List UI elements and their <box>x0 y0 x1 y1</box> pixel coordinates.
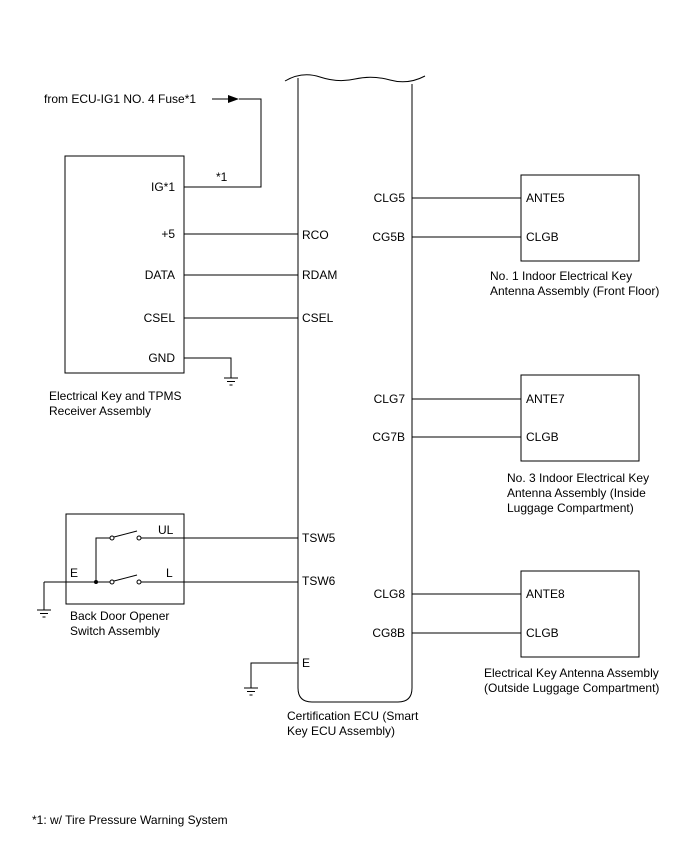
switch-common-line <box>95 537 110 582</box>
ecu-pin-clg7: CLG7 <box>374 392 406 406</box>
antenna1-title-line1: No. 1 Indoor Electrical Key <box>490 269 632 283</box>
antenna3-pin-ante: ANTE7 <box>526 392 565 406</box>
ecu-pin-clg8: CLG8 <box>374 587 406 601</box>
antenna-assembly-front-floor: ANTE5 CLGB No. 1 Indoor Electrical Key A… <box>412 174 659 298</box>
antenna1-pin-ante: ANTE5 <box>526 191 565 205</box>
wire-gnd <box>184 357 232 378</box>
fuse-feed-label: from ECU-IG1 NO. 4 Fuse*1 <box>44 92 196 106</box>
switch-box <box>65 513 185 605</box>
back-door-opener-switch: UL L E Back Door Opener Switch Assembly <box>37 513 298 638</box>
receiver-title-line1: Electrical Key and TPMS <box>49 389 182 403</box>
receiver-assembly: IG*1 +5 DATA CSEL GND Electrical Key and… <box>49 155 185 418</box>
ig-wire-note: *1 <box>216 170 228 184</box>
antenna3-title-line2: Antenna Assembly (Inside <box>507 486 646 500</box>
receiver-box <box>64 155 185 374</box>
ground-icon <box>244 687 258 696</box>
antenna-outside-title-line1: Electrical Key Antenna Assembly <box>484 666 659 680</box>
switch-contact-icon <box>136 535 142 541</box>
ecu-right-pins: CLG5 CG5B CLG7 CG7B CLG8 CG8B <box>372 191 405 640</box>
receiver-pin-ig: IG*1 <box>151 180 175 194</box>
antenna1-box <box>520 174 640 262</box>
certification-ecu <box>284 74 426 703</box>
antenna-outside-pin-clgb: CLGB <box>526 626 559 640</box>
ecu-ground: Certification ECU (Smart Key ECU Assembl… <box>244 662 419 738</box>
fuse-feed: from ECU-IG1 NO. 4 Fuse*1 *1 <box>44 92 262 188</box>
receiver-pin-gnd: GND <box>148 351 175 365</box>
ig-wire <box>184 98 262 188</box>
ecu-pin-cg7b: CG7B <box>372 430 405 444</box>
antenna3-title-line1: No. 3 Indoor Electrical Key <box>507 471 649 485</box>
switch-contact-icon <box>109 579 115 585</box>
switch-contact-icon <box>136 579 142 585</box>
antenna-assembly-outside-luggage: ANTE8 CLGB Electrical Key Antenna Assemb… <box>412 570 659 695</box>
footnote: *1: w/ Tire Pressure Warning System <box>32 813 228 827</box>
switch-lever-icon <box>113 530 138 538</box>
ecu-pin-tsw6: TSW6 <box>302 574 336 588</box>
ecu-pin-cg5b: CG5B <box>372 230 405 244</box>
switch-title-line2: Switch Assembly <box>70 624 160 638</box>
antenna3-title-line3: Luggage Compartment) <box>507 501 634 515</box>
ground-icon <box>224 377 238 386</box>
receiver-pin-csel: CSEL <box>144 311 176 325</box>
switch-pin-ul: UL <box>158 523 174 537</box>
ecu-pin-e: E <box>302 656 310 670</box>
ecu-break-line <box>284 74 426 83</box>
antenna-outside-box <box>520 570 640 658</box>
junction-dot-icon <box>94 580 98 584</box>
receiver-pin-data: DATA <box>145 268 175 282</box>
antenna1-title-line2: Antenna Assembly (Front Floor) <box>490 284 659 298</box>
ecu-pin-csel: CSEL <box>302 311 334 325</box>
ecu-pin-clg5: CLG5 <box>374 191 406 205</box>
switch-title-line1: Back Door Opener <box>70 609 169 623</box>
switch-contact-icon <box>109 535 115 541</box>
ecu-left-pins: RCO RDAM CSEL TSW5 TSW6 E <box>302 228 337 670</box>
wire-ecu-e <box>250 662 298 688</box>
ground-icon <box>37 609 51 618</box>
antenna-outside-title-line2: (Outside Luggage Compartment) <box>484 681 659 695</box>
receiver-pin-plus5: +5 <box>161 227 175 241</box>
receiver-wires <box>184 233 298 386</box>
switch-pin-e: E <box>70 566 78 580</box>
ecu-pin-rdam: RDAM <box>302 268 337 282</box>
antenna-outside-pin-ante: ANTE8 <box>526 587 565 601</box>
switch-lever-icon <box>113 574 138 582</box>
receiver-title-line2: Receiver Assembly <box>49 404 151 418</box>
ecu-pin-rco: RCO <box>302 228 329 242</box>
antenna1-pin-clgb: CLGB <box>526 230 559 244</box>
arrow-right-icon <box>228 95 239 103</box>
ecu-pin-cg8b: CG8B <box>372 626 405 640</box>
ecu-title-line2: Key ECU Assembly) <box>287 724 395 738</box>
switch-pin-l: L <box>166 566 173 580</box>
ecu-pin-tsw5: TSW5 <box>302 531 336 545</box>
antenna3-pin-clgb: CLGB <box>526 430 559 444</box>
antenna-assembly-inside-luggage: ANTE7 CLGB No. 3 Indoor Electrical Key A… <box>412 374 649 515</box>
antenna3-box <box>520 374 640 462</box>
ecu-body <box>297 78 413 703</box>
ecu-title-line1: Certification ECU (Smart <box>287 709 419 723</box>
